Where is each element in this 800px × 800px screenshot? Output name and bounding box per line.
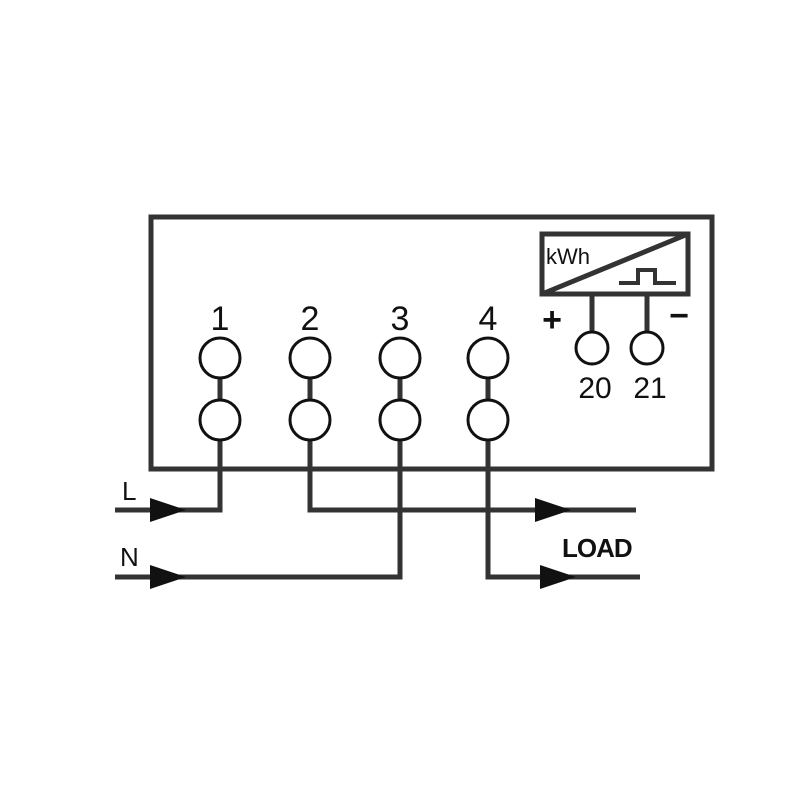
meter-housing [148,214,715,472]
terminal-2-upper [288,336,332,380]
terminal-1-label: 1 [211,300,230,338]
plus-sign: + [542,301,562,339]
terminal-2-label: 2 [301,300,320,338]
terminal-3-label: 3 [391,300,410,338]
terminal-2-lower [288,398,332,442]
terminal-4-label: 4 [479,300,498,338]
arrow-load-out-1 [535,498,571,522]
neutral-input-label: N [120,542,139,572]
terminal-21 [629,330,665,366]
terminal-1-lower [198,398,242,442]
arrow-load-out-2 [540,565,576,589]
line-input-label: L [122,476,136,506]
terminal-4-lower [466,398,510,442]
load-label: LOAD [562,533,632,563]
wire-neutral-input [115,440,403,580]
kwh-label: kWh [546,244,590,269]
terminal-1-upper [198,336,242,380]
terminal-3-lower [378,398,422,442]
kwh-meter-box [539,231,691,297]
minus-sign: − [669,297,689,335]
terminal-3-upper [378,336,422,380]
arrow-neutral-in [150,565,186,589]
terminal-20 [574,330,610,366]
terminal-21-label: 21 [633,372,666,405]
terminal-20-label: 20 [578,372,611,405]
wire-load-line [307,440,636,513]
pulse-icon [619,268,676,285]
wire-load-neutral [485,440,640,580]
arrow-line-in [150,498,186,522]
terminal-4-upper [466,336,510,380]
kwh-diagonal [541,231,689,297]
